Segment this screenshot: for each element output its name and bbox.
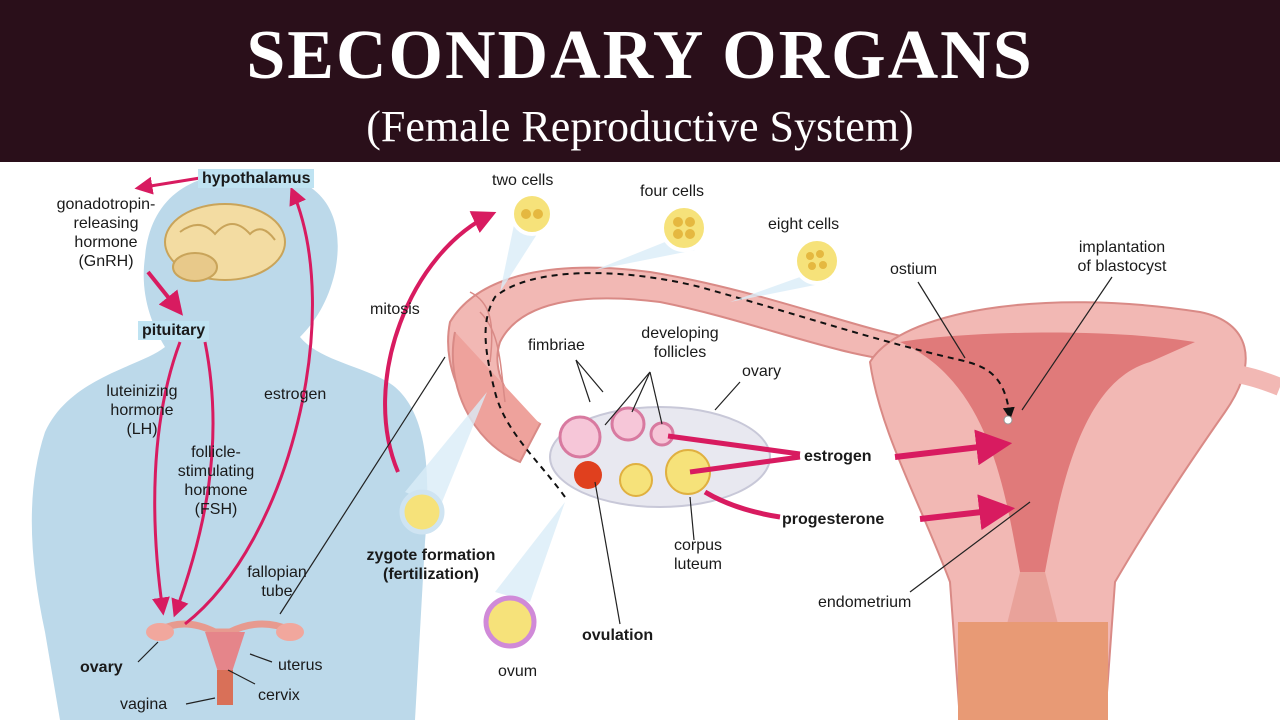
label-zygote: zygote formation (fertilization) xyxy=(366,547,496,583)
label-corpus-luteum: corpus luteum xyxy=(673,537,723,573)
label-endometrium: endometrium xyxy=(818,594,912,611)
egg-migration-path xyxy=(484,272,1015,498)
label-vagina: vagina xyxy=(120,696,168,713)
left-hormone-arrows xyxy=(134,176,497,626)
label-pituitary: pituitary xyxy=(138,321,210,340)
left-leader-lines xyxy=(137,356,446,705)
reproductive-diagram xyxy=(31,172,1280,721)
cell-callouts xyxy=(399,192,841,649)
ovary-section xyxy=(549,406,771,508)
label-progesterone: progesterone xyxy=(782,511,885,528)
body-silhouette xyxy=(31,172,428,720)
blastocyst-dot xyxy=(1003,415,1013,425)
label-estrogen-right: estrogen xyxy=(804,448,872,465)
label-mitosis: mitosis xyxy=(370,301,420,318)
label-ovary-left: ovary xyxy=(80,659,123,676)
label-eight-cells: eight cells xyxy=(768,216,840,233)
page-title: SECONDARY ORGANS xyxy=(246,17,1034,94)
label-two-cells: two cells xyxy=(492,172,554,189)
label-ostium: ostium xyxy=(890,261,938,278)
label-lh: luteinizing hormone (LH) xyxy=(106,383,178,438)
label-fallopian-tube: fallopian tube xyxy=(247,564,307,600)
small-uterus-icon xyxy=(146,620,304,705)
label-estrogen-left: estrogen xyxy=(264,386,327,403)
label-four-cells: four cells xyxy=(640,183,705,200)
label-ovary-right: ovary xyxy=(742,363,782,380)
brain-icon xyxy=(164,203,286,282)
label-gnrh: gonadotropin- releasing hormone (GnRH) xyxy=(56,196,156,270)
page-subtitle: (Female Reproductive System) xyxy=(366,102,914,151)
label-fimbriae: fimbriae xyxy=(528,337,585,354)
right-hormone-arrows xyxy=(667,429,1016,531)
label-hypothalamus: hypothalamus xyxy=(198,169,315,188)
label-fsh: follicle- stimulating hormone (FSH) xyxy=(177,444,255,518)
label-ovum: ovum xyxy=(498,663,538,680)
title-banner: SECONDARY ORGANS (Female Reproductive Sy… xyxy=(0,0,1280,162)
label-ovulation: ovulation xyxy=(582,627,654,644)
label-implantation: implantation of blastocyst xyxy=(1077,239,1167,275)
label-uterus: uterus xyxy=(278,657,323,674)
label-developing-follicles: developing follicles xyxy=(641,325,719,361)
uterus-section xyxy=(868,301,1280,721)
diagram-area: hypothalamus gonadotropin- releasing hor… xyxy=(0,162,1280,721)
right-leader-lines xyxy=(575,276,1113,625)
label-cervix: cervix xyxy=(258,687,300,704)
